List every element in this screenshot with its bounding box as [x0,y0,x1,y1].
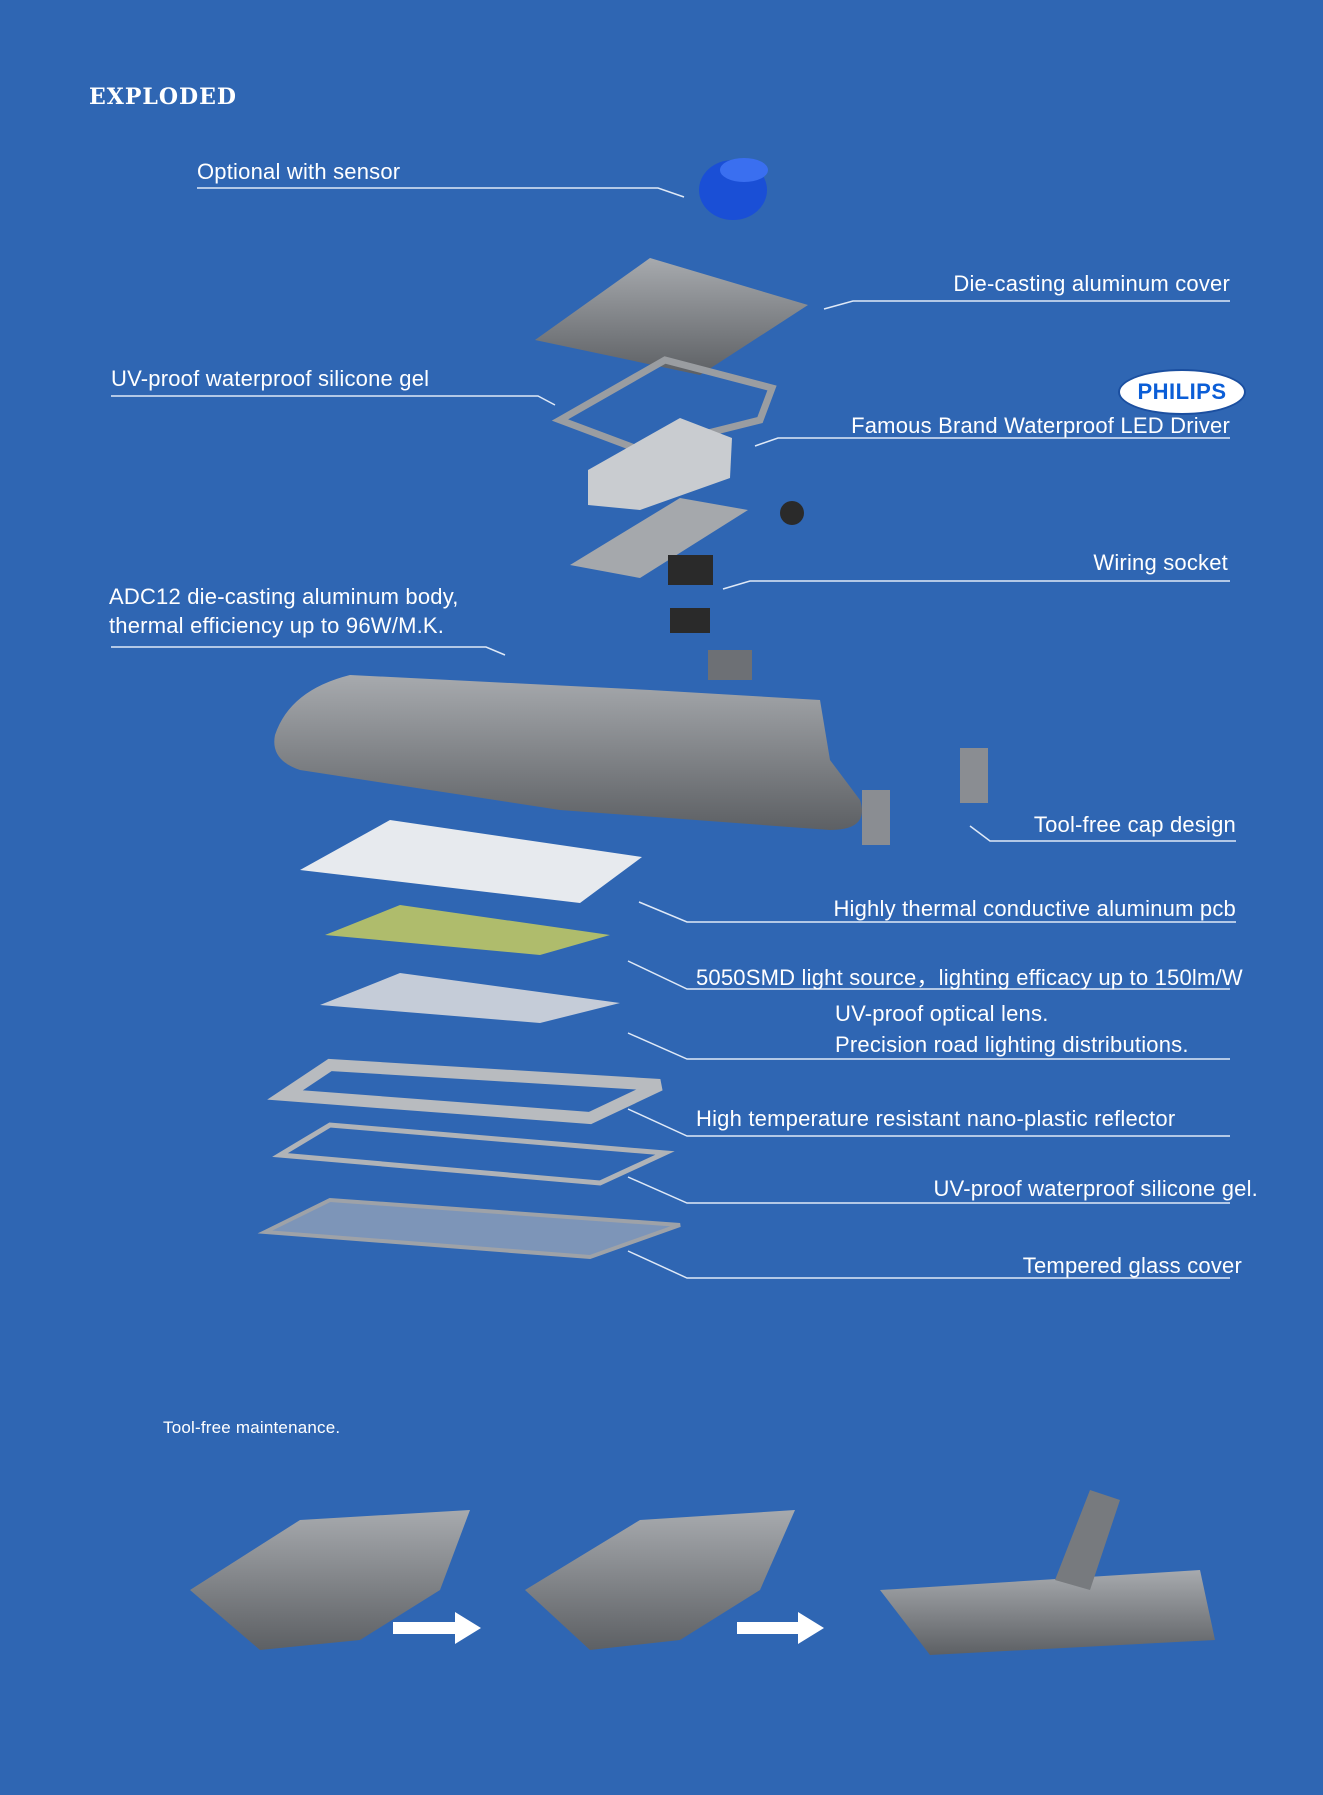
body-part [274,675,862,830]
philips-logo: PHILIPS [1118,369,1246,415]
pcb-part [300,820,642,903]
bottom-product-2 [525,1510,795,1650]
leader-glass [627,1250,1230,1279]
bottom-product-3 [880,1490,1215,1655]
gel-top-part [551,356,777,454]
lens-part [320,973,620,1023]
label-lens-line1: UV-proof optical lens. [835,1001,1049,1026]
sensor-part [699,158,768,220]
bottom-product-1 [190,1510,470,1650]
label-driver: Famous Brand Waterproof LED Driver [851,413,1230,438]
driver-plate [570,498,748,578]
leader-gel-top [111,395,556,406]
leader-cap [969,825,1236,842]
arrow-icon-1 [393,1612,481,1644]
leader-driver [754,437,1230,447]
smd-part [325,905,610,955]
label-body-line1: ADC12 die-casting aluminum body, [109,584,459,609]
driver-part [588,418,732,510]
label-gel-bottom: UV-proof waterproof silicone gel. [933,1176,1258,1201]
label-sensor: Optional with sensor [197,159,401,184]
label-cap: Tool-free cap design [1033,812,1236,837]
cover-part [535,258,808,375]
label-body-line2: thermal efficiency up to 96W/M.K. [109,613,445,638]
socket-part [668,501,804,680]
leader-lens [627,1032,1230,1060]
leader-body [111,646,506,656]
reflector-part [267,1058,663,1125]
leader-smd [627,960,1230,990]
gel-bottom-part [272,1122,675,1186]
section-title: EXPLODED [89,84,237,110]
label-glass: Tempered glass cover [1022,1253,1242,1278]
label-socket: Wiring socket [1093,550,1228,575]
maintenance-caption: Tool-free maintenance. [163,1418,341,1437]
label-reflector: High temperature resistant nano-plastic … [696,1106,1176,1131]
leader-socket [722,580,1230,590]
arrow-icon-2 [737,1612,824,1644]
label-cover: Die-casting aluminum cover [953,271,1230,296]
label-lens-line2: Precision road lighting distributions. [835,1032,1189,1057]
leader-reflector [627,1108,1230,1137]
label-pcb: Highly thermal conductive aluminum pcb [833,896,1236,921]
leader-cover [823,300,1230,310]
leader-gel-bottom [627,1176,1230,1204]
leader-sensor [197,187,685,198]
glass-part [257,1197,681,1260]
label-gel-top: UV-proof waterproof silicone gel [111,366,430,391]
cap-part [862,748,988,845]
label-smd: 5050SMD light source，lighting efficacy u… [696,965,1243,990]
leader-pcb [638,901,1236,923]
